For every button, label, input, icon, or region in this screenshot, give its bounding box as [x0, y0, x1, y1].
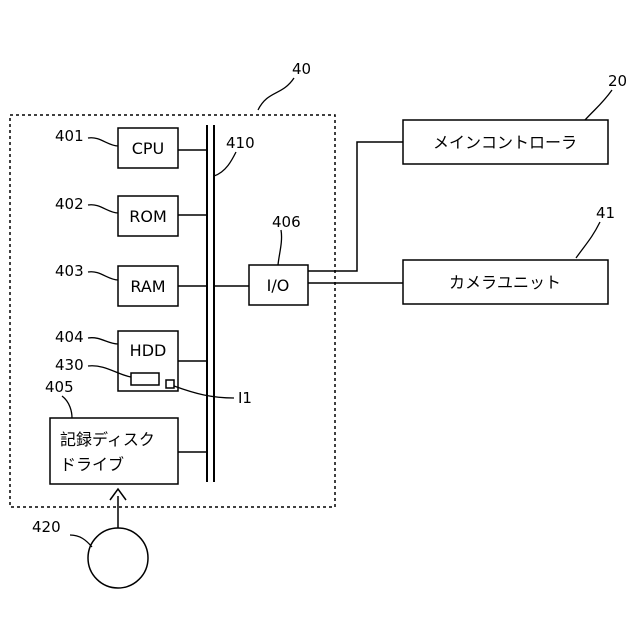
leader-420 [70, 535, 92, 547]
leader-410 [214, 152, 236, 176]
ref-405: 405 [45, 378, 74, 396]
ref-403: 403 [55, 262, 84, 280]
ref-41: 41 [596, 204, 615, 222]
drive-label-line1: 記録ディスク [60, 430, 155, 449]
controller-label: メインコントローラ [433, 133, 577, 152]
leader-404 [88, 338, 118, 344]
ram-label: RAM [130, 277, 165, 296]
leader-40 [258, 78, 294, 110]
chip-430 [131, 373, 159, 385]
ref-402: 402 [55, 195, 84, 213]
ref-20: 20 [608, 72, 627, 90]
drive-block [50, 418, 178, 484]
io-label: I/O [267, 276, 290, 295]
leader-402 [88, 205, 118, 213]
leader-i1 [174, 386, 234, 398]
ref-i1: I1 [238, 389, 252, 407]
cpu-label: CPU [132, 139, 165, 158]
camera-label: カメラユニット [449, 273, 561, 292]
ref-40: 40 [292, 60, 311, 78]
leader-401 [88, 138, 118, 146]
connector-i1 [166, 380, 174, 388]
leader-405 [62, 396, 72, 418]
leader-403 [88, 272, 118, 280]
leader-406 [278, 230, 282, 265]
disc-420 [88, 528, 148, 588]
drive-label-line2: ドライブ [60, 455, 124, 474]
rom-label: ROM [129, 207, 167, 226]
ref-406: 406 [272, 213, 301, 231]
ref-420: 420 [32, 518, 61, 536]
ref-410: 410 [226, 134, 255, 152]
hdd-label: HDD [130, 341, 167, 360]
ref-430: 430 [55, 356, 84, 374]
leader-41 [576, 222, 600, 258]
ref-404: 404 [55, 328, 84, 346]
ref-401: 401 [55, 127, 84, 145]
leader-20 [585, 90, 612, 120]
io-controller-link [308, 142, 403, 271]
